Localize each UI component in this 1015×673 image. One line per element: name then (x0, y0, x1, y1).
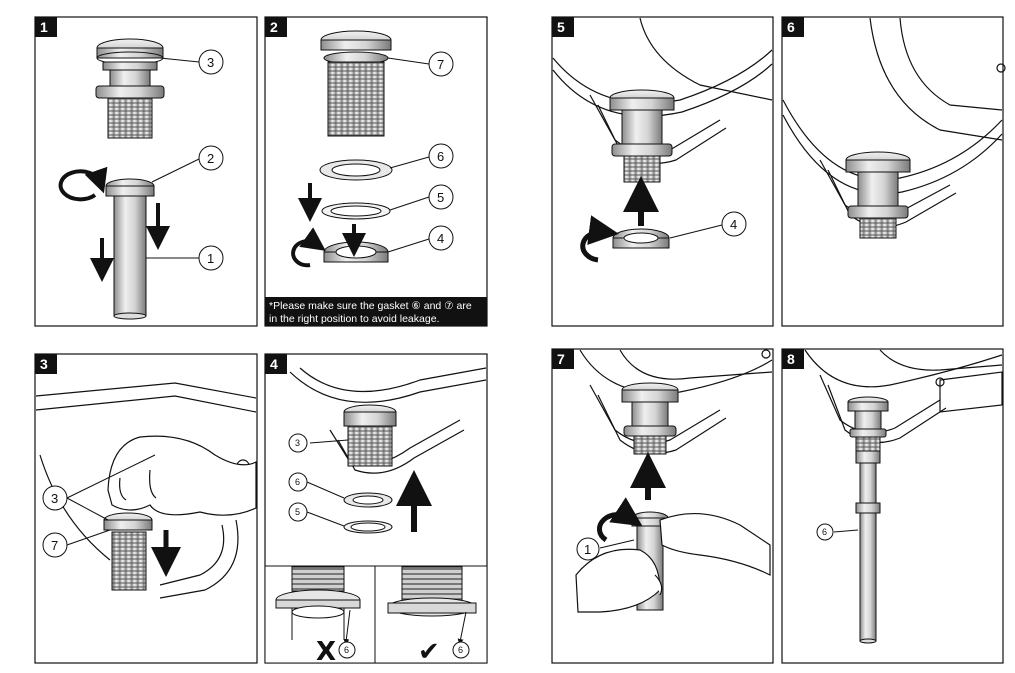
check-mark-icon: ✔ (418, 637, 440, 667)
callout-6-label: 6 (437, 149, 444, 164)
installed-waste-illustration (609, 89, 675, 183)
tail-pipe-illustration (105, 178, 155, 320)
gasket-5-illustration (321, 202, 391, 220)
waste-in-basin-illustration (103, 512, 153, 591)
gasket-6-illustration (319, 159, 393, 181)
step-5-badge (552, 17, 574, 37)
callout-7 (428, 51, 454, 77)
rotate-arrow-icon (580, 215, 619, 263)
step-6-badge (782, 17, 804, 37)
step-1-panel: 1 3 2 1 (34, 16, 258, 327)
leak-warning-box (265, 297, 487, 326)
step-7-panel: 7 1 (551, 348, 774, 664)
step-4-number: 4 (270, 356, 278, 372)
step-2-number: 2 (270, 19, 278, 35)
callout-6 (428, 143, 454, 169)
callout-4 (721, 211, 747, 237)
callout-5-label: 5 (437, 190, 444, 205)
callout-1-label: 1 (207, 251, 214, 266)
callout-3-label: 3 (207, 55, 214, 70)
step-3-badge (35, 354, 57, 374)
hands-illustration (575, 513, 771, 613)
callout-1 (576, 537, 600, 561)
step-4-panel: 4 3 6 5 (264, 353, 488, 667)
tail-pipe-illustration (855, 450, 881, 644)
callout-5 (428, 184, 454, 210)
leak-warning-line-1: *Please make sure the gasket ⑥ and ⑦ are (269, 300, 472, 312)
step-5-number: 5 (557, 19, 565, 35)
callout-3-label: 3 (51, 491, 58, 506)
wrong-gasket-illustration (275, 566, 361, 640)
step-1-badge (35, 17, 57, 37)
callout-5-label: 5 (295, 507, 300, 517)
rotate-arrow-icon (596, 497, 643, 543)
callout-4-label: 4 (437, 231, 444, 246)
callout-3 (42, 485, 68, 511)
hand-illustration (107, 435, 257, 516)
step-8-number: 8 (787, 351, 795, 367)
step-8-badge (782, 349, 804, 369)
gasket-6-illustration (343, 492, 393, 508)
step-3-number: 3 (40, 356, 48, 372)
callout-3 (198, 49, 224, 75)
step-4-badge (265, 354, 287, 374)
callout-1 (198, 245, 224, 271)
callout-6 (816, 523, 834, 541)
callout-3 (288, 433, 308, 453)
rotate-arrow-icon (291, 227, 326, 268)
step-5-panel: 5 4 (551, 16, 774, 327)
callout-6 (338, 641, 356, 659)
waste-body-illustration (320, 30, 392, 137)
installed-waste-illustration (621, 382, 679, 455)
gasket-5-illustration (343, 520, 393, 534)
callout-6-label: 6 (822, 527, 827, 537)
callout-6 (288, 472, 308, 492)
callout-6 (452, 641, 470, 659)
callout-6-label: 6 (344, 645, 349, 655)
callout-1-label: 1 (584, 542, 591, 557)
nut-4-illustration (612, 228, 670, 249)
step-3-panel: 3 3 7 (34, 353, 258, 664)
step-7-badge (552, 349, 574, 369)
step-7-number: 7 (557, 351, 565, 367)
step-6-panel: 6 (781, 16, 1006, 327)
callout-7 (42, 532, 68, 558)
step-8-panel: 8 6 (781, 348, 1004, 664)
basin-illustration (35, 382, 257, 599)
rotate-arrow-icon (58, 166, 108, 202)
installed-waste-illustration (847, 396, 889, 452)
callout-4-label: 4 (730, 217, 737, 232)
step-2-badge (265, 17, 287, 37)
cross-mark-icon: X (316, 637, 336, 667)
callout-4 (428, 225, 454, 251)
correct-gasket-illustration (387, 566, 477, 617)
step-1-number: 1 (40, 19, 48, 35)
installed-waste-illustration (845, 151, 911, 239)
callout-2 (198, 145, 224, 171)
waste-body-illustration (343, 404, 397, 467)
callout-3-label: 3 (295, 438, 300, 448)
callout-7-label: 7 (51, 538, 58, 553)
callout-6-label: 6 (295, 477, 300, 487)
callout-7-label: 7 (437, 57, 444, 72)
step-2-panel: 2 7 6 5 4 (264, 16, 488, 327)
step-6-number: 6 (787, 19, 795, 35)
callout-6-label: 6 (458, 645, 463, 655)
callout-2-label: 2 (207, 151, 214, 166)
callout-5 (288, 502, 308, 522)
leak-warning-line-2: in the right position to avoid leakage. (269, 313, 439, 325)
